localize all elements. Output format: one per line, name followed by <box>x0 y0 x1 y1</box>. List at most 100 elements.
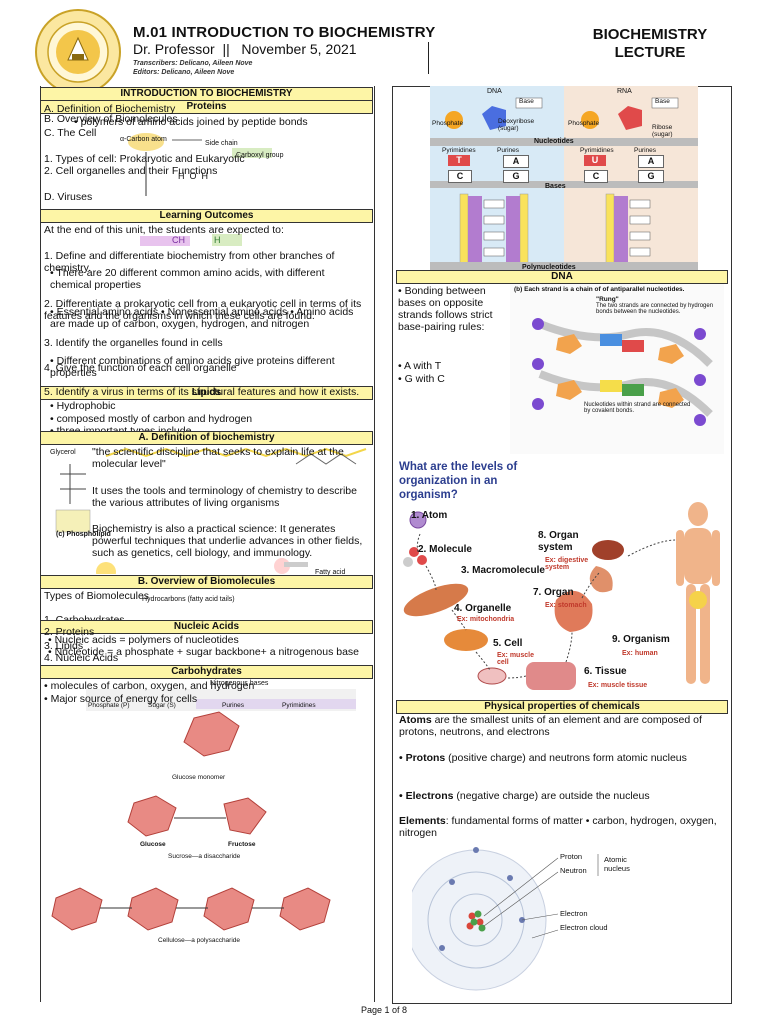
outline-item-c2: 2. Cell organelles and their Functions <box>44 165 218 177</box>
atoms-definition: Atoms are the smallest units of an eleme… <box>399 714 721 738</box>
fig-label-sidechain: Side chain <box>205 140 238 147</box>
fig-label-rung-desc: The two strands are connected by hydroge… <box>596 303 714 315</box>
page-number: Page 1 of 8 <box>360 1005 408 1015</box>
fig-label-nitrogenous: Nitrogenous bases <box>210 680 269 687</box>
type-nucleic-acids: 4. Nucleic Acids <box>44 652 119 664</box>
outcome-3: 3. Identify the organelles found in cell… <box>44 337 223 349</box>
fig-label-fatty-acid: Fatty acid <box>315 569 346 576</box>
fig-label-glucose-monomer: Glucose monomer <box>172 774 226 781</box>
carb-energy: • Major source of energy for cells <box>44 693 198 705</box>
base-tile-dna-1: T <box>448 155 470 166</box>
fig-label-rung: "Rung" <box>596 296 619 303</box>
lipid-hydrophobic: • Hydrophobic <box>50 400 116 412</box>
section-bar-dna: DNA <box>396 270 728 284</box>
outline-item-c1: 1. Types of cell: Prokaryotic and Eukary… <box>44 153 245 165</box>
fig-label-covalent: Nucleotides within strand are connected … <box>584 402 691 414</box>
nucleotide-table-figure <box>86 689 356 711</box>
fig-label-glucose: Glucose <box>140 841 166 848</box>
fig-label-nucleotides: Nucleotides <box>534 138 574 145</box>
level-organism: 9. Organism <box>612 634 670 645</box>
dna-pair-gc: • G with C <box>398 373 445 385</box>
base-tile-rna-1: U <box>584 155 606 166</box>
fig-label-hydrocarbons: Hydrocarbons (fatty acid tails) <box>142 596 235 603</box>
fig-label-rna-top: RNA <box>617 88 632 95</box>
lecture-title-line-2: LECTURE <box>614 44 686 61</box>
fig-label-carboxyl: Carboxyl group <box>236 152 284 159</box>
left-column-frame <box>40 86 375 1002</box>
dna-base-pairing: • Bonding between bases on opposite stra… <box>398 285 493 333</box>
proteins-definition: • polymers of amino acids joined by pept… <box>74 116 308 128</box>
fig-label-ch3: CH <box>172 235 185 245</box>
outline-item-a: A. Definition of Biochemistry <box>44 103 176 115</box>
amino-combinations: • Different combinations of amino acids … <box>50 355 335 379</box>
fig-label-pyrimidines: Pyrimidines <box>282 702 316 709</box>
atom-label-proton: Proton <box>560 852 583 861</box>
fig-label-phospholipid: (c) Phospholipid <box>56 531 111 538</box>
essential-amino-acids: • Essential amino acids • Nonessential a… <box>50 306 354 330</box>
outcome-2: 2. Differentiate a prokaryotic cell from… <box>44 298 362 322</box>
transcribers: Transcribers: Delicano, Aileen Nove <box>133 60 253 67</box>
level-atom: 1. Atom <box>411 510 448 521</box>
types-title: Types of Biomolecules <box>44 590 150 602</box>
nucleic-polymers: • Nucleic acids = polymers of nucleotide… <box>48 634 239 646</box>
base-tile-dna-4: G <box>503 170 529 183</box>
fig-label-phosphate: Phosphate (P) <box>88 702 130 709</box>
definition-quote: "the scientific discipline that seeks to… <box>92 446 344 470</box>
carb-composition: • molecules of carbon, oxygen, and hydro… <box>44 680 255 692</box>
level-organ-system: 8. Organ system <box>538 530 579 553</box>
fig-label-strand-caption: (b) Each strand is a chain of of antipar… <box>514 286 685 293</box>
protons-definition: • Protons (positive charge) and neutrons… <box>399 752 721 764</box>
fig-label-ribose: Ribose (sugar) <box>652 124 673 138</box>
fig-label-h: H <box>214 235 221 245</box>
atom-model-figure <box>412 847 599 991</box>
lipid-structure-figure <box>55 447 367 574</box>
university-seal-logo <box>35 9 121 95</box>
fig-label-phosphate-rna: Phosphate <box>568 120 600 127</box>
electrons-definition: • Electrons (negative charge) are outsid… <box>399 790 721 802</box>
level-organ-system-example: Ex: digestive system <box>545 557 589 571</box>
lecture-title: BIOCHEMISTRY LECTURE <box>560 26 740 62</box>
type-lipids: 3. Lipids <box>44 640 84 652</box>
level-organ: 7. Organ <box>533 587 574 598</box>
electrons-term: • Electrons <box>399 790 454 802</box>
base-tile-dna-3: C <box>448 170 472 183</box>
section-bar-lipids: Lipids <box>40 386 373 400</box>
editors: Editors: Delicano, Aileen Nove <box>133 69 235 76</box>
fig-label-polynucleotides: Polynucleotides <box>522 264 576 271</box>
fig-label-purines-dna: Purines <box>497 147 520 154</box>
lipid-composition: • composed mostly of carbon and hydrogen <box>50 413 253 425</box>
carbohydrate-structures-figure <box>51 711 331 931</box>
base-tile-rna-2: A <box>638 155 664 168</box>
levels-title: What are the levels of organization in a… <box>399 461 518 501</box>
dna-strand-figure <box>510 284 724 454</box>
outline-item-b: B. Overview of Biomolecules <box>44 113 178 125</box>
level-organelle: 4. Organelle <box>454 603 512 614</box>
amino-acid-structure-figure <box>128 133 272 246</box>
lecture-title-line-1: BIOCHEMISTRY <box>592 26 708 43</box>
fig-label-sucrose: Sucrose—a disaccharide <box>168 853 241 860</box>
base-tile-rna-3: C <box>584 170 608 183</box>
fig-label-purines: Purines <box>222 702 245 709</box>
fig-label-phosphate-dna: Phosphate <box>432 120 464 127</box>
header-divider <box>428 42 429 74</box>
outline-item-c: C. The Cell <box>44 127 97 139</box>
atoms-text: are the smallest units of an element and… <box>399 714 702 738</box>
base-tile-dna-2: A <box>503 155 529 168</box>
section-bar-nucleic: Nucleic Acids <box>40 620 373 634</box>
level-cell: 5. Cell <box>493 638 523 649</box>
fig-label-hoh: H O H <box>178 171 209 181</box>
atoms-term: Atoms <box>399 714 432 726</box>
fig-label-carbon: α-Carbon atom <box>120 136 167 143</box>
section-bar-intro: INTRODUCTION TO BIOCHEMISTRY <box>40 87 373 101</box>
atom-label-nucleus: Atomic nucleus <box>604 855 630 873</box>
fig-label-base-dna: Base <box>519 98 534 105</box>
type-proteins: 2. Proteins <box>44 626 95 638</box>
outline-item-d: D. Viruses <box>44 191 93 203</box>
level-tissue-example: Ex: muscle tissue <box>588 682 648 689</box>
fig-label-pyrimidines-rna: Pyrimidines <box>580 147 614 154</box>
fig-label-glycerol: Glycerol <box>50 449 76 456</box>
electrons-text: (negative charge) are outside the nucleu… <box>453 790 650 802</box>
fig-label-sugar: Sugar (S) <box>148 702 176 709</box>
level-tissue: 6. Tissue <box>584 666 627 677</box>
amino-acids-20: • There are 20 different common amino ac… <box>50 267 325 291</box>
